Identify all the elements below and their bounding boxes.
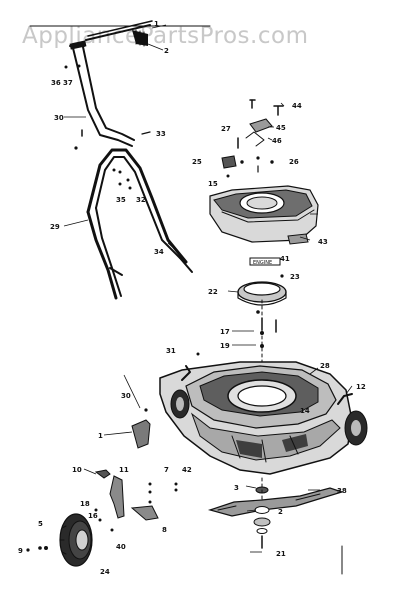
part-label: 35 (116, 196, 126, 204)
part-label: 5 (38, 520, 43, 528)
part-label: 14 (300, 407, 310, 415)
part-label: 40 (116, 543, 126, 551)
part-label: 42 (182, 466, 192, 474)
front-wheel (26, 513, 93, 567)
part-label: 27 (221, 125, 231, 133)
part-label: 37 (63, 79, 73, 87)
part-labels: 1 2 36 37 30 33 35 32 29 34 44 27 45 46 … (18, 20, 366, 576)
part-label: 25 (192, 158, 202, 166)
part-label: 24 (100, 568, 110, 576)
part-label: 23 (290, 273, 300, 281)
part-label: 8 (162, 526, 167, 534)
part-label: 16 (88, 512, 98, 520)
part-label: 45 (276, 124, 286, 132)
part-label: 26 (289, 158, 299, 166)
part-label: 21 (276, 550, 286, 558)
part-label: 28 (320, 362, 330, 370)
part-label: 2 (164, 47, 169, 55)
part-label: 34 (154, 248, 164, 256)
handle-hardware (64, 64, 151, 190)
part-label: 17 (220, 328, 230, 336)
deck-wheels (170, 365, 368, 446)
svg-text:ENGINE: ENGINE (253, 260, 272, 266)
part-label: 9 (18, 547, 23, 555)
part-label: 29 (50, 223, 60, 231)
part-label: 36 (51, 79, 61, 87)
part-label: 41 (280, 255, 290, 263)
part-label: 18 (80, 500, 90, 508)
blade-assembly (207, 477, 344, 575)
part-label: 1 (98, 432, 103, 440)
engine-shroud (209, 185, 319, 243)
part-label: 38 (337, 487, 347, 495)
part-label: 10 (72, 466, 82, 474)
upper-handle (69, 20, 153, 147)
part-label: 15 (208, 180, 218, 188)
decal (287, 233, 309, 245)
engine-top-parts (221, 99, 284, 178)
part-label: 2 (278, 508, 283, 516)
part-label: 46 (272, 137, 282, 145)
control-lever (132, 29, 148, 47)
leader-lines (63, 24, 353, 553)
part-label: 11 (119, 466, 129, 474)
lower-handle (86, 148, 193, 300)
part-label: 12 (356, 383, 366, 391)
part-label: 7 (164, 466, 169, 474)
part-label: 19 (220, 342, 230, 350)
part-label: 31 (166, 347, 176, 355)
part-label: 22 (208, 288, 218, 296)
part-label: 3 (234, 484, 239, 492)
part-label: 1 (154, 20, 159, 28)
height-adjuster-parts (94, 408, 178, 532)
part-label: 33 (156, 130, 166, 138)
engine-adapter-ring: ENGINE (237, 257, 287, 306)
part-label: 30 (54, 114, 64, 122)
part-label: 43 (318, 238, 328, 246)
part-label: 30 (121, 392, 131, 400)
watermark-text: AppliancePartsPros.com (22, 23, 308, 49)
part-label: 32 (136, 196, 146, 204)
mower-deck (159, 361, 353, 475)
part-label: 44 (292, 102, 302, 110)
